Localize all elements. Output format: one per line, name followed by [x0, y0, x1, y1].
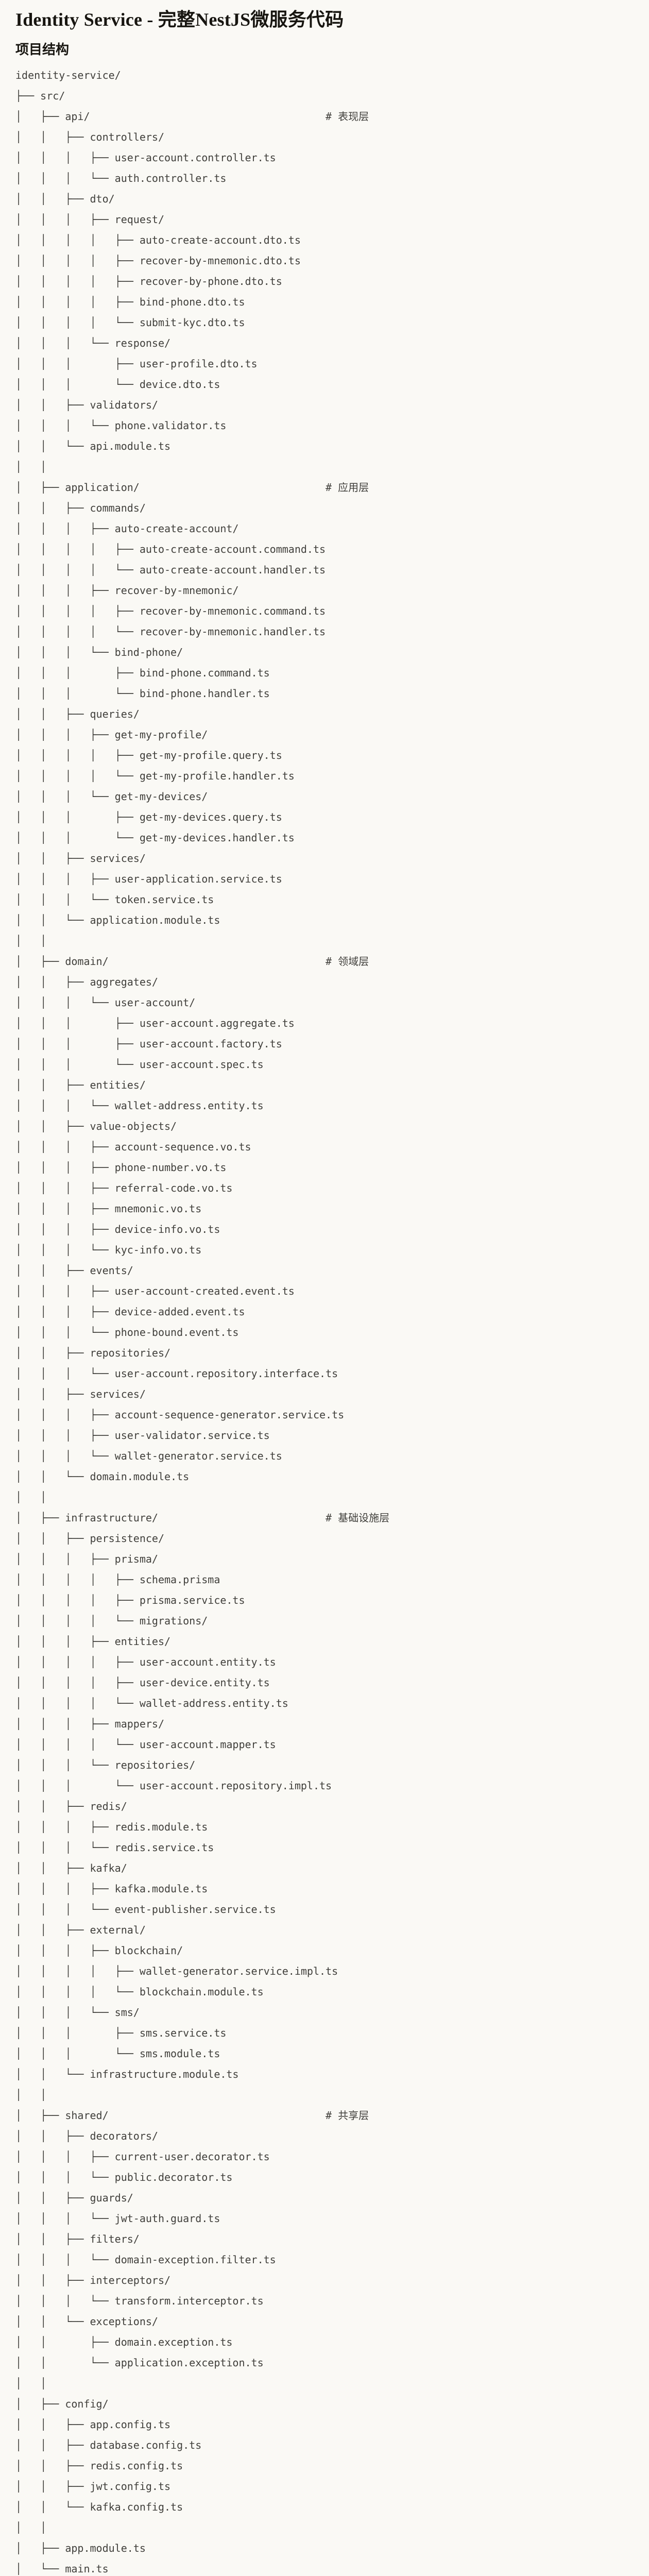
page-title: Identity Service - 完整NestJS微服务代码	[15, 9, 344, 30]
project-structure-tree: identity-service/ ├── src/ │ ├── api/ # …	[15, 69, 390, 2575]
section-heading-project-structure: 项目结构	[15, 42, 70, 57]
